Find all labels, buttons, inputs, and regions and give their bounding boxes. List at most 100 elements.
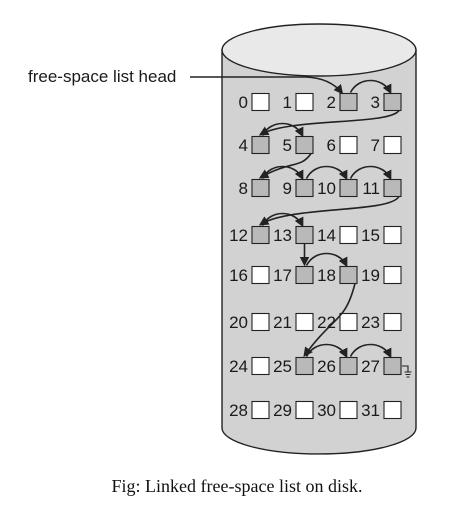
block-number-label: 30 bbox=[317, 401, 336, 420]
disk-block-6: 6 bbox=[327, 135, 358, 155]
block-number-label: 20 bbox=[229, 313, 248, 332]
block-number-label: 7 bbox=[371, 136, 380, 155]
free-space-list-head-label: free-space list head bbox=[28, 67, 176, 86]
disk-block-24: 24 bbox=[229, 356, 270, 376]
block-number-label: 9 bbox=[283, 179, 292, 198]
block-number-label: 2 bbox=[327, 93, 336, 112]
figure-caption: Fig: Linked free-space list on disk. bbox=[112, 476, 363, 496]
block-number-label: 11 bbox=[362, 179, 380, 198]
link-arrow-8-to-9 bbox=[261, 165, 304, 181]
disk-block-4: 4 bbox=[239, 135, 270, 155]
disk-block-31: 31 bbox=[361, 400, 402, 420]
block-number-label: 5 bbox=[283, 136, 292, 155]
disk-block-23: 23 bbox=[361, 312, 402, 332]
block-number-label: 13 bbox=[273, 226, 292, 245]
block-number-label: 16 bbox=[229, 266, 248, 285]
block-number-label: 29 bbox=[273, 401, 292, 420]
free-block-square bbox=[295, 135, 314, 155]
disk-block-28: 28 bbox=[229, 400, 270, 420]
disk-block-15: 15 bbox=[361, 225, 402, 245]
allocated-block-square bbox=[251, 400, 270, 420]
free-block-square bbox=[339, 356, 358, 376]
disk-block-5: 5 bbox=[283, 135, 314, 155]
disk-block-10: 10 bbox=[317, 178, 358, 198]
block-number-label: 3 bbox=[371, 93, 380, 112]
allocated-block-square bbox=[383, 312, 402, 332]
allocated-block-square bbox=[295, 92, 314, 112]
allocated-block-square bbox=[251, 356, 270, 376]
block-number-label: 18 bbox=[317, 266, 336, 285]
disk-block-3: 3 bbox=[371, 92, 402, 112]
disk-block-21: 21 bbox=[273, 312, 314, 332]
allocated-block-square bbox=[339, 312, 358, 332]
free-block-square bbox=[339, 265, 358, 285]
block-number-label: 27 bbox=[361, 357, 380, 376]
link-arrow-26-to-27 bbox=[349, 343, 392, 359]
link-arrow-2-to-3 bbox=[349, 79, 392, 95]
free-block-square bbox=[295, 178, 314, 198]
free-block-square bbox=[383, 178, 402, 198]
block-number-label: 4 bbox=[239, 136, 248, 155]
disk-block-9: 9 bbox=[283, 178, 314, 198]
block-number-label: 12 bbox=[229, 226, 248, 245]
block-number-label: 26 bbox=[317, 357, 336, 376]
block-number-label: 21 bbox=[273, 313, 292, 332]
block-number-label: 1 bbox=[283, 93, 292, 112]
block-number-label: 22 bbox=[317, 313, 336, 332]
allocated-block-square bbox=[383, 135, 402, 155]
disk-block-29: 29 bbox=[273, 400, 314, 420]
link-arrow-17-to-18 bbox=[305, 252, 348, 268]
disk-block-17: 17 bbox=[273, 265, 314, 285]
allocated-block-square bbox=[383, 225, 402, 245]
disk-block-0: 0 bbox=[239, 92, 270, 112]
link-arrow-4-to-5 bbox=[261, 122, 304, 138]
allocated-block-square bbox=[295, 400, 314, 420]
disk-block-20: 20 bbox=[229, 312, 270, 332]
block-number-label: 6 bbox=[327, 136, 336, 155]
link-arrow-12-to-13 bbox=[261, 212, 304, 228]
disk-block-2: 2 bbox=[327, 92, 358, 112]
block-number-label: 8 bbox=[239, 179, 248, 198]
free-block-square bbox=[383, 92, 402, 112]
link-arrow-3-to-4 bbox=[258, 109, 400, 136]
disk-block-7: 7 bbox=[371, 135, 402, 155]
block-number-label: 24 bbox=[229, 357, 248, 376]
block-number-label: 19 bbox=[361, 266, 380, 285]
block-number-label: 15 bbox=[361, 226, 380, 245]
free-list-links bbox=[258, 79, 400, 359]
allocated-block-square bbox=[251, 312, 270, 332]
block-number-label: 17 bbox=[273, 266, 292, 285]
disk-block-8: 8 bbox=[239, 178, 270, 198]
disk-cylinder bbox=[221, 23, 417, 455]
link-arrow-18-to-25 bbox=[303, 283, 356, 358]
disk-block-13: 13 bbox=[273, 225, 314, 245]
allocated-block-square bbox=[295, 312, 314, 332]
free-block-square bbox=[295, 356, 314, 376]
disk-block-12: 12 bbox=[229, 225, 270, 245]
disk-block-30: 30 bbox=[317, 400, 358, 420]
allocated-block-square bbox=[251, 265, 270, 285]
block-number-label: 28 bbox=[229, 401, 248, 420]
allocated-block-square bbox=[383, 400, 402, 420]
disk-block-22: 22 bbox=[317, 312, 358, 332]
block-number-label: 14 bbox=[317, 226, 336, 245]
link-arrow-9-to-10 bbox=[305, 165, 348, 181]
block-number-label: 23 bbox=[361, 313, 380, 332]
free-block-square bbox=[383, 356, 402, 376]
cylinder-top bbox=[221, 23, 417, 77]
block-number-label: 31 bbox=[361, 401, 380, 420]
allocated-block-square bbox=[339, 135, 358, 155]
block-number-label: 10 bbox=[317, 179, 336, 198]
disk-block-18: 18 bbox=[317, 265, 358, 285]
free-block-square bbox=[339, 178, 358, 198]
disk-block-14: 14 bbox=[317, 225, 358, 245]
link-arrow-5-to-8 bbox=[258, 153, 312, 179]
cylinder-body bbox=[221, 49, 417, 455]
list-end-ground-icon bbox=[402, 365, 412, 378]
block-number-label: 25 bbox=[273, 357, 292, 376]
disk-block-1: 1 bbox=[283, 92, 314, 112]
link-arrow-25-to-26 bbox=[305, 343, 348, 359]
allocated-block-square bbox=[339, 400, 358, 420]
